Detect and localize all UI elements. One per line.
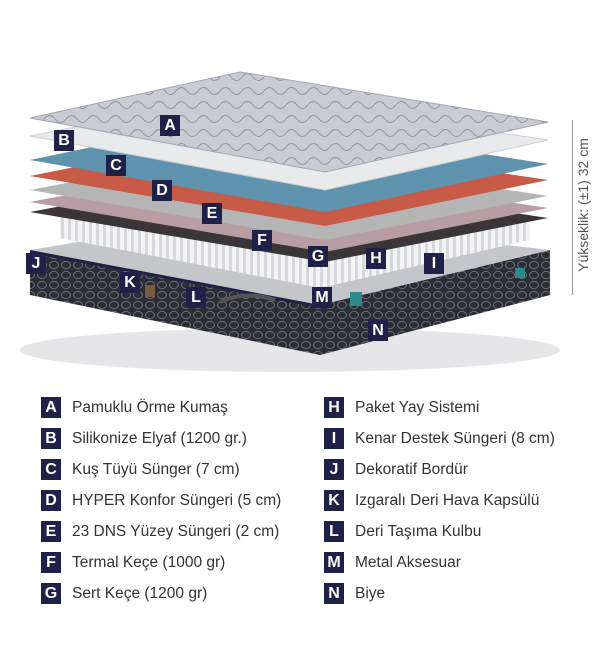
legend-item: I Kenar Destek Süngeri (8 cm): [324, 423, 555, 454]
air-capsule: [145, 285, 155, 297]
metal-accessory-right: [515, 268, 525, 278]
badge-c: C: [106, 155, 126, 176]
height-label: Yükseklik: (±1) 32 cm: [575, 138, 591, 272]
legend-badge: M: [324, 552, 344, 573]
legend-badge: G: [41, 583, 61, 604]
badge-e: E: [202, 203, 222, 224]
legend-badge: H: [324, 397, 344, 418]
badge-b: B: [54, 130, 74, 151]
legend-badge: F: [41, 552, 61, 573]
legend-text: Metal Aksesuar: [355, 553, 461, 571]
badge-g: G: [308, 246, 328, 267]
legend-badge: N: [324, 583, 344, 604]
badge-j: J: [26, 253, 46, 274]
legend-text: Biye: [355, 584, 386, 602]
carry-handle: [219, 293, 276, 304]
legend-item: L Deri Taşıma Kulbu: [324, 516, 555, 547]
legend-text: Paket Yay Sistemi: [355, 398, 480, 416]
legend-text: Termal Keçe (1000 gr): [72, 553, 226, 571]
legend-item: D HYPER Konfor Süngeri (5 cm): [41, 485, 281, 516]
mattress-layers-illustration: [20, 71, 560, 372]
legend-item: C Kuş Tüyü Sünger (7 cm): [41, 454, 281, 485]
badge-h: H: [366, 248, 386, 269]
legend-text: Dekoratif Bordür: [355, 460, 468, 478]
legend-item: F Termal Keçe (1000 gr): [41, 547, 281, 578]
badge-l: L: [186, 287, 206, 308]
legend-text: Izgaralı Deri Hava Kapsülü: [355, 491, 540, 509]
legend-badge: D: [41, 490, 61, 511]
legend-badge: C: [41, 459, 61, 480]
badge-i: I: [424, 253, 444, 274]
legend-text: Deri Taşıma Kulbu: [355, 522, 482, 540]
legend-text: Sert Keçe (1200 gr): [72, 584, 208, 602]
legend-item: K Izgaralı Deri Hava Kapsülü: [324, 485, 555, 516]
legend-item: M Metal Aksesuar: [324, 547, 555, 578]
legend-text: Silikonize Elyaf (1200 gr.): [72, 429, 247, 447]
legend-item: A Pamuklu Örme Kumaş: [41, 392, 281, 423]
badge-m: M: [312, 287, 332, 308]
height-indicator-line: [572, 120, 573, 295]
legend-item: B Silikonize Elyaf (1200 gr.): [41, 423, 281, 454]
metal-accessory: [350, 292, 362, 306]
legend-text: Pamuklu Örme Kumaş: [72, 398, 228, 416]
legend-text: 23 DNS Yüzey Süngeri (2 cm): [72, 522, 280, 540]
legend-item: J Dekoratif Bordür: [324, 454, 555, 485]
shadow: [20, 328, 560, 372]
badge-d: D: [152, 180, 172, 201]
badge-n: N: [368, 320, 388, 341]
legend-badge: I: [324, 428, 344, 449]
legend-text: Kuş Tüyü Sünger (7 cm): [72, 460, 240, 478]
legend-badge: A: [41, 397, 61, 418]
legend-item: E 23 DNS Yüzey Süngeri (2 cm): [41, 516, 281, 547]
badge-k: K: [120, 272, 140, 293]
legend-badge: B: [41, 428, 61, 449]
foam-layers: [29, 71, 549, 262]
legend-badge: K: [324, 490, 344, 511]
legend-text: HYPER Konfor Süngeri (5 cm): [72, 491, 282, 509]
badge-a: A: [160, 115, 180, 136]
spring-layer: [60, 212, 530, 288]
legend-text: Kenar Destek Süngeri (8 cm): [355, 429, 555, 447]
legend-item: G Sert Keçe (1200 gr): [41, 578, 281, 609]
legend-badge: L: [324, 521, 344, 542]
legend-item: N Biye: [324, 578, 555, 609]
legend-badge: J: [324, 459, 344, 480]
legend-badge: E: [41, 521, 61, 542]
badge-f: F: [252, 230, 272, 251]
legend-item: H Paket Yay Sistemi: [324, 392, 555, 423]
